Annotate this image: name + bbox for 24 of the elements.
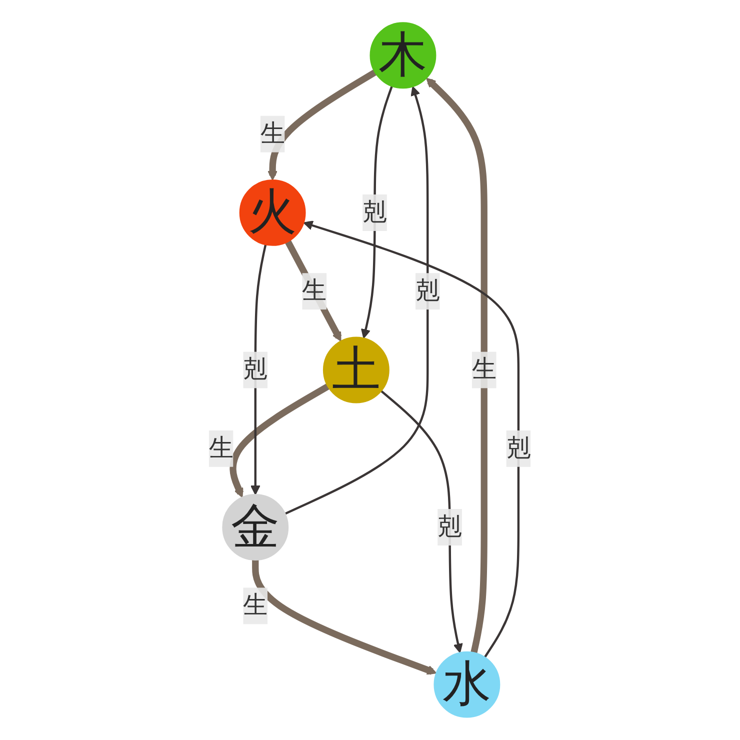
edge-label: 生 [209,434,234,462]
edge-label: 剋 [243,356,268,384]
edge-label: 剋 [506,434,531,462]
node-circle: 土 [323,336,390,404]
edge-label: 生 [243,592,268,620]
edge-label: 生 [260,120,285,148]
edge-label: 生 [302,278,327,306]
arrow [284,86,429,515]
arrow [361,86,394,339]
node-circle: 金 [222,494,289,561]
node-circle: 木 [370,22,436,89]
arrow [252,560,437,675]
edge-label: 剋 [438,513,462,542]
arrow [230,384,330,498]
arrow [380,390,464,654]
arrow [426,78,488,654]
node-circle: 水 [434,651,500,718]
edge-label: 剋 [362,198,388,227]
edge-label: 剋 [416,278,440,306]
arrow [285,240,342,342]
arrow [268,69,377,180]
arrow [303,220,520,658]
edge-label: 生 [472,356,497,384]
node-circle: 火 [240,179,306,246]
